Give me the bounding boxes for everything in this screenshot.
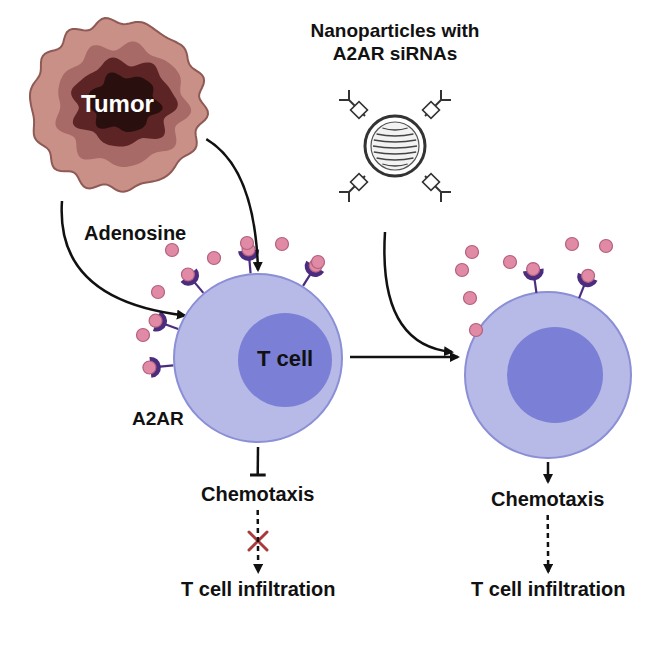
transition-arrow xyxy=(350,356,458,359)
cell-node: T cell xyxy=(173,273,343,443)
node-text: T cell xyxy=(235,346,335,372)
node-text: T cell infiltration xyxy=(471,577,625,601)
node-text: Chemotaxis xyxy=(201,482,314,506)
inhibition-connector xyxy=(256,447,259,475)
activation-arrow xyxy=(547,462,550,482)
adenosine-dot xyxy=(464,292,477,305)
adenosine-dot xyxy=(149,314,162,327)
text-node: Chemotaxis xyxy=(491,487,604,511)
nanoparticle-icon xyxy=(307,80,483,210)
free-label: Adenosine xyxy=(84,221,186,245)
text-node: T cell infiltration xyxy=(471,577,625,601)
adenosine-dot xyxy=(276,238,289,251)
arrow-connector xyxy=(256,510,259,572)
arrow-connector xyxy=(546,515,549,572)
adenosine-dot xyxy=(582,269,595,282)
adenosine-dot xyxy=(527,263,540,276)
adenosine-dot xyxy=(181,268,194,281)
node-text: Chemotaxis xyxy=(491,487,604,511)
adenosine-dot xyxy=(456,264,469,277)
adenosine-dot xyxy=(143,361,156,374)
adenosine-dot xyxy=(566,238,579,251)
adenosine-dot xyxy=(137,329,150,342)
adenosine-dot xyxy=(208,252,221,265)
adenosine-dot xyxy=(152,286,165,299)
arrow-connector xyxy=(62,201,185,316)
tumor-node: Tumor xyxy=(25,15,210,195)
adenosine-dot xyxy=(600,240,613,253)
adenosine-dot xyxy=(466,246,479,259)
node-text: Nanoparticles with A2AR siRNAs xyxy=(307,20,483,66)
treatment-arrow xyxy=(384,232,452,352)
adenosine-dot xyxy=(241,237,254,250)
adenosine-dot xyxy=(312,256,325,269)
text-node: T cell infiltration xyxy=(181,577,335,601)
t-cell-right xyxy=(465,292,631,458)
arrow-connector xyxy=(206,139,258,270)
adenosine-dot xyxy=(166,244,179,257)
text-node: Chemotaxis xyxy=(201,482,314,506)
free-label: A2AR xyxy=(132,408,184,431)
adenosine-dot xyxy=(504,256,517,269)
node-text: Tumor xyxy=(25,90,210,119)
node-text: T cell infiltration xyxy=(181,577,335,601)
nano-node: Nanoparticles with A2AR siRNAs xyxy=(307,20,483,210)
adenosine-dot xyxy=(470,324,483,337)
